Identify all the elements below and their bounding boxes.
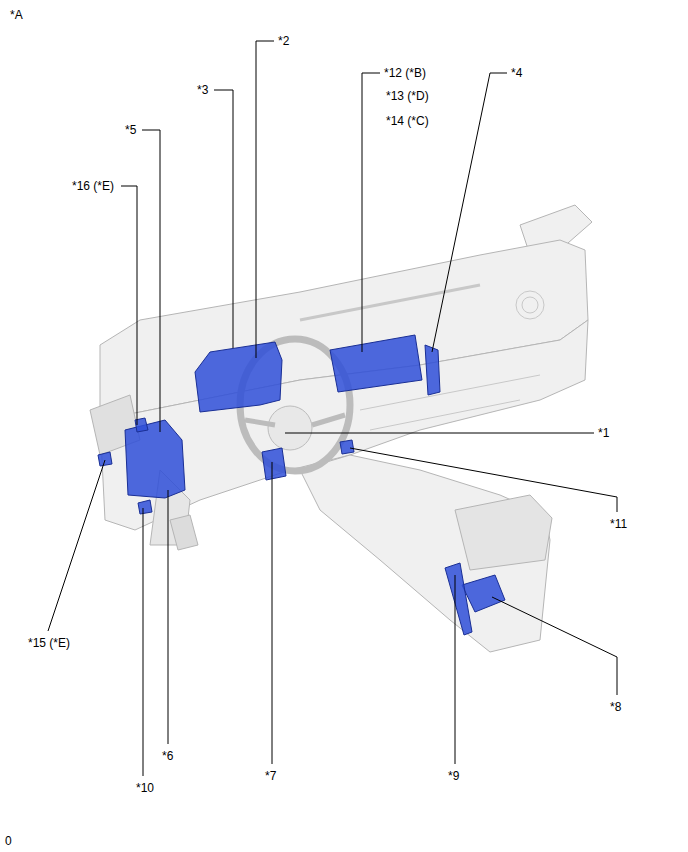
console-antenna — [445, 563, 472, 635]
pedal — [170, 515, 198, 550]
armrest — [455, 495, 552, 570]
leader-line — [272, 462, 273, 764]
callout-number: *11 — [610, 517, 627, 531]
leader-lines — [48, 41, 617, 776]
leader-line — [362, 73, 380, 352]
callout-number: *12 (*B) — [384, 66, 426, 80]
callout-number: *5 — [125, 123, 136, 137]
leader-line — [455, 575, 456, 764]
callout-number: *16 (*E) — [72, 179, 114, 193]
leader-line — [121, 186, 137, 425]
leader-line — [143, 508, 144, 776]
callout-number: *13 (*D) — [386, 89, 429, 103]
leader-line — [350, 448, 617, 512]
leader-line — [168, 490, 169, 744]
small-part — [98, 452, 112, 466]
leader-line — [256, 41, 274, 358]
callout-number: *15 (*E) — [28, 636, 70, 650]
callout-number: *6 — [162, 749, 173, 763]
callout-number: *2 — [278, 34, 289, 48]
callout-number: 0 — [5, 834, 12, 848]
callout-number: *7 — [265, 769, 276, 783]
callout-number: *3 — [197, 83, 208, 97]
combination-meter — [195, 342, 282, 412]
leader-line — [48, 460, 105, 631]
highlighted-parts — [98, 335, 505, 635]
view-label: *A — [10, 8, 23, 22]
small-part — [138, 500, 152, 514]
body-ecu — [125, 420, 185, 498]
callout-number: *10 — [136, 781, 154, 795]
leader-line — [432, 73, 507, 352]
callout-number: *4 — [511, 66, 522, 80]
display-unit — [330, 335, 422, 392]
callout-number: *9 — [448, 769, 459, 783]
switch-part — [340, 440, 354, 454]
control-unit — [425, 345, 440, 395]
leader-line — [285, 433, 594, 434]
callout-number: *8 — [610, 700, 621, 714]
leader-line — [492, 597, 617, 695]
leader-line — [214, 90, 233, 348]
dashboard-details — [300, 285, 544, 430]
callout-number: *1 — [598, 426, 609, 440]
leader-line — [142, 130, 160, 432]
vehicle-interior — [90, 205, 592, 652]
switch-part — [262, 448, 286, 480]
console-part — [462, 575, 505, 612]
callout-number: *14 (*C) — [386, 114, 429, 128]
